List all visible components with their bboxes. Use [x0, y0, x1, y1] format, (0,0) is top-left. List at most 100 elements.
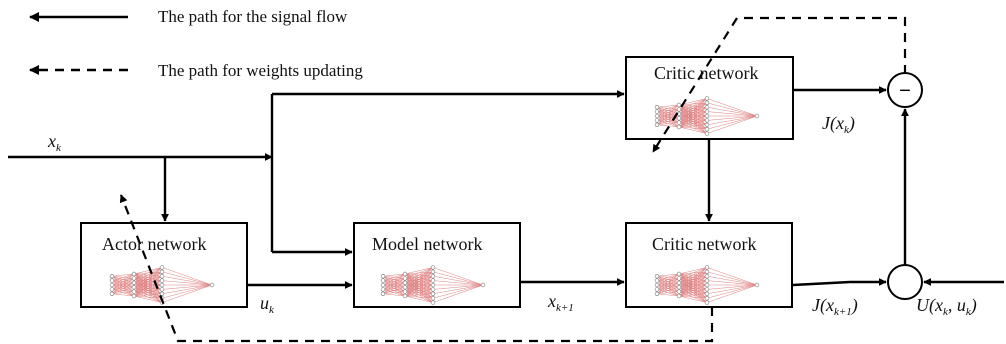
- network-edge: [678, 295, 708, 299]
- network-edge: [678, 115, 708, 128]
- j-current-pre: J(: [822, 113, 836, 133]
- network-edge: [404, 295, 434, 303]
- j-next-post: ): [851, 295, 858, 315]
- next-state-sub: k+1: [556, 302, 574, 314]
- network-node: [380, 282, 386, 288]
- network-node: [704, 300, 710, 305]
- network-node: [654, 118, 660, 123]
- network-edge: [656, 104, 680, 125]
- network-edge: [656, 273, 680, 290]
- network-node: [754, 282, 760, 288]
- critic-bottom-output-line: [792, 278, 887, 287]
- input-state-sub: k: [56, 142, 61, 154]
- network-edge: [382, 273, 406, 281]
- network-edge: [678, 98, 708, 128]
- network-node: [676, 124, 682, 130]
- network-edge: [133, 267, 163, 292]
- network-node: [402, 276, 408, 281]
- network-edge: [706, 284, 758, 295]
- network-edge: [382, 273, 406, 286]
- network-node: [654, 282, 660, 288]
- network-edge: [432, 275, 484, 286]
- network-edge: [656, 291, 680, 295]
- network-node: [109, 274, 115, 279]
- network-edge: [678, 267, 708, 292]
- network-edge: [161, 284, 213, 290]
- network-edge: [706, 102, 758, 117]
- network-node: [380, 274, 386, 279]
- network-edge: [133, 267, 163, 297]
- network-node: [654, 274, 660, 279]
- network-edge: [678, 98, 708, 119]
- network-edge: [706, 267, 758, 286]
- critic-network-top-box: [625, 56, 794, 140]
- network-edge: [133, 267, 163, 275]
- network-node: [704, 113, 710, 119]
- network-node: [676, 285, 682, 290]
- network-edge: [382, 273, 406, 290]
- network-edge: [382, 273, 406, 294]
- utility-pre: U(: [916, 295, 935, 315]
- network-edge: [678, 289, 708, 297]
- network-node: [704, 274, 710, 279]
- network-edge: [678, 102, 708, 128]
- control-label: uk: [260, 294, 274, 316]
- network-node: [109, 282, 115, 288]
- network-edge: [678, 267, 708, 297]
- network-edge: [111, 286, 135, 295]
- network-edge: [432, 284, 484, 303]
- network-edge: [656, 278, 680, 295]
- network-node: [131, 285, 137, 290]
- network-edge: [133, 280, 163, 297]
- network-edge: [161, 280, 213, 286]
- network-edge: [656, 104, 680, 121]
- network-edge: [706, 106, 758, 117]
- network-edge: [432, 284, 484, 290]
- network-node: [159, 269, 165, 274]
- network-node: [704, 278, 710, 283]
- network-edge: [432, 280, 484, 286]
- network-edge: [111, 273, 135, 286]
- network-edge: [382, 278, 406, 295]
- utility-label: U(xk, uk): [916, 296, 977, 318]
- network-node: [654, 109, 660, 114]
- network-node: [704, 291, 710, 296]
- network-edge: [404, 293, 434, 297]
- legend: [29, 12, 128, 75]
- next-state-label: xk+1: [548, 292, 574, 314]
- network-node: [704, 126, 710, 132]
- network-node: [754, 113, 760, 119]
- network-node: [402, 280, 408, 285]
- legend-signal-flow-label: The path for the signal flow: [158, 7, 348, 26]
- network-node: [480, 282, 486, 288]
- network-edge: [111, 293, 135, 297]
- network-node: [704, 104, 710, 110]
- network-edge: [111, 273, 135, 281]
- network-node: [159, 278, 165, 283]
- network-edge: [678, 126, 708, 134]
- network-node: [159, 291, 165, 296]
- network-edge: [432, 271, 484, 286]
- network-edge: [678, 98, 708, 110]
- network-edge: [404, 295, 434, 299]
- network-edge: [404, 267, 434, 279]
- network-edge: [382, 293, 406, 297]
- network-edge: [404, 267, 434, 292]
- network-node: [654, 104, 660, 110]
- network-node: [402, 285, 408, 290]
- network-node: [430, 278, 436, 283]
- utility-asub: k: [943, 306, 948, 318]
- network-node: [704, 96, 710, 101]
- network-edge: [656, 104, 680, 112]
- model-network-title: Model network: [372, 234, 483, 254]
- network-edge: [706, 98, 758, 117]
- network-node: [430, 282, 436, 288]
- network-edge: [706, 280, 758, 286]
- network-node: [676, 115, 682, 121]
- network-edge: [432, 284, 484, 299]
- network-node: [430, 269, 436, 274]
- network-edge: [656, 124, 680, 128]
- network-node: [676, 107, 682, 112]
- network-node: [430, 291, 436, 296]
- network-edge: [382, 286, 406, 295]
